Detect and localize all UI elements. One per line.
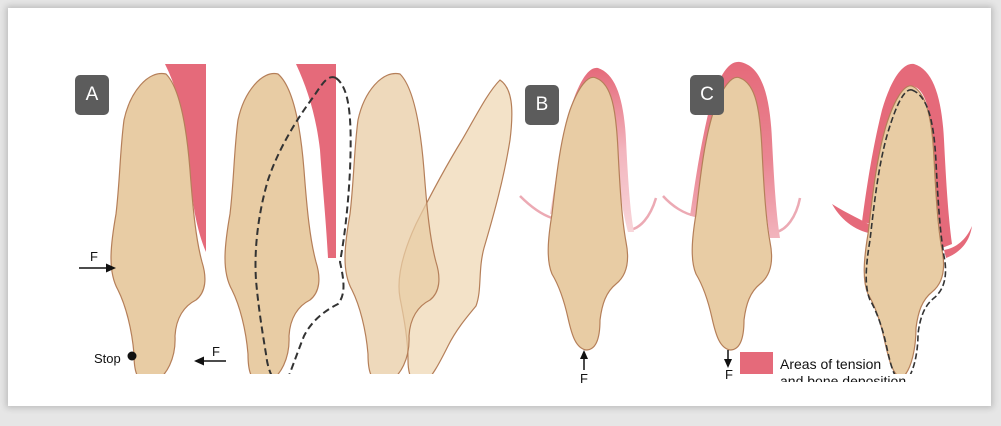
tooth [864, 86, 943, 378]
panel-c-tooth-extruded [832, 64, 972, 384]
legend-text-line-2: and bone deposition [780, 374, 906, 382]
stop-label: Stop [94, 352, 121, 366]
bone-crest-right [630, 198, 656, 230]
legend-swatch [740, 352, 773, 380]
panel-c-tooth [663, 62, 800, 368]
figure-frame: A B C F F Stop F F Areas of tension and … [8, 8, 991, 406]
bone-crest-right [776, 198, 800, 232]
tooth [548, 77, 627, 350]
force-arrowhead-2 [194, 357, 204, 366]
panel-a-tooth-2 [225, 64, 351, 388]
bone-crest-left [520, 196, 552, 218]
panel-label-a: A [75, 75, 109, 115]
force-arrowhead [580, 350, 588, 359]
panel-a-tooth-overlay [345, 74, 512, 388]
panel-label-c: C [690, 75, 724, 115]
legend-text: Areas of tension [780, 357, 881, 371]
stop-point [128, 352, 137, 361]
tooth [692, 77, 771, 350]
tooth [225, 74, 319, 384]
force-label-a: F [90, 250, 98, 264]
force-label-a-2: F [212, 345, 220, 359]
force-label-c: F [725, 368, 733, 382]
force-label-b: F [580, 372, 588, 386]
panel-label-b: B [525, 85, 559, 125]
